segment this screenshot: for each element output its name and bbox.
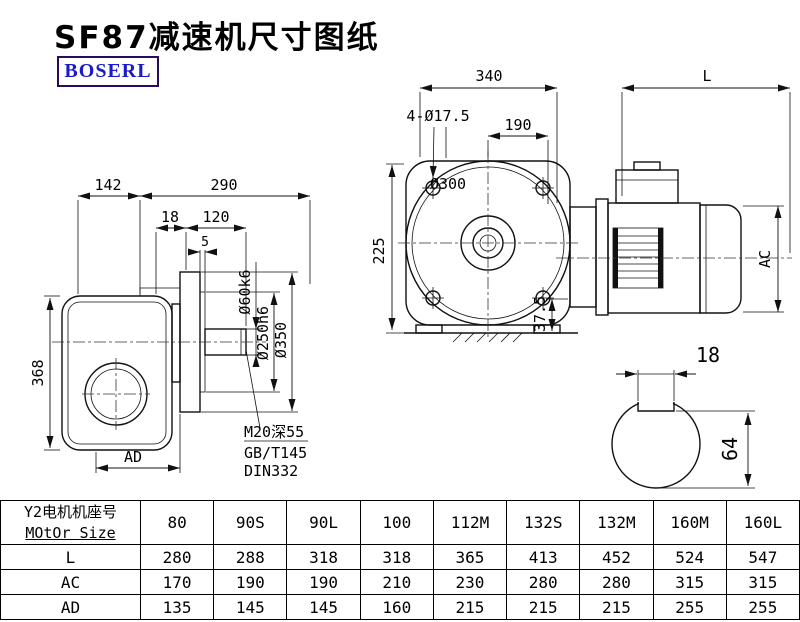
- cell-AD-160m: 255: [652, 594, 727, 620]
- header-label-en: MOtOr Size: [25, 523, 116, 542]
- dim-120-label: 120: [202, 208, 229, 226]
- boserl-logo: BOSERL: [57, 56, 159, 87]
- dim-holes-label: 4-Ø17.5: [406, 107, 469, 125]
- shaft-section-view: 18 64: [611, 343, 755, 489]
- table-row-AD: AD 135 145 145 160 215 215 215 255 255: [0, 594, 800, 620]
- col-header-160l: 160L: [725, 500, 800, 545]
- dim-ad-label: AD: [124, 448, 142, 466]
- shaft-circle: [611, 399, 701, 489]
- dim-5-label: 5: [201, 235, 209, 250]
- cell-AD-100: 160: [359, 594, 434, 620]
- gearbox-housing: [61, 295, 173, 451]
- cell-AD-90s: 145: [213, 594, 288, 620]
- motor-size-header-cell: Y2电机机座号 MOtOr Size: [0, 500, 141, 545]
- dim-18-label: 18: [161, 208, 179, 226]
- header-label-cn: Y2电机机座号: [23, 503, 118, 522]
- boserl-logo-text: BOSERL: [64, 60, 152, 82]
- cell-AC-80: 170: [139, 569, 215, 595]
- cell-AC-90l: 190: [286, 569, 361, 595]
- cell-AC-160m: 315: [652, 569, 727, 595]
- technical-drawing: 142 290 18 120 5 368 AD Ø60k6: [29, 67, 792, 489]
- dim-ac-label: AC: [756, 250, 774, 268]
- dim-190-label: 190: [504, 116, 531, 134]
- table-row-L: L 280 288 318 318 365 413 452 524 547: [0, 544, 800, 570]
- row-label-AD: AD: [0, 594, 141, 620]
- cell-AC-132s: 280: [506, 569, 581, 595]
- dia-350-label: Ø350: [272, 322, 290, 358]
- cell-AD-90l: 145: [286, 594, 361, 620]
- dimension-table: Y2电机机座号 MOtOr Size 80 90S 90L 100 112M 1…: [0, 500, 800, 620]
- motor-mount-flange: [595, 198, 609, 316]
- dim-340-label: 340: [475, 67, 502, 85]
- col-header-160m: 160M: [652, 500, 727, 545]
- cell-AC-132m: 280: [579, 569, 654, 595]
- dim-225-label: 225: [370, 237, 388, 264]
- side-view: 142 290 18 120 5 368 AD Ø60k6: [29, 176, 311, 480]
- motor-adapter: [569, 206, 597, 308]
- dim-290-label: 290: [210, 176, 237, 194]
- dia-300-label: Ø300: [430, 175, 466, 193]
- cell-L-160l: 547: [725, 544, 800, 570]
- cell-AC-100: 210: [359, 569, 434, 595]
- dim-key-18-label: 18: [696, 343, 720, 367]
- note-din332-label: DIN332: [244, 462, 298, 480]
- cell-L-100: 318: [359, 544, 434, 570]
- cell-L-132s: 413: [506, 544, 581, 570]
- dim-142-label: 142: [94, 176, 121, 194]
- col-header-90s: 90S: [213, 500, 288, 545]
- row-label-L: L: [0, 544, 141, 570]
- cell-L-80: 280: [139, 544, 215, 570]
- page-title: SF87减速机尺寸图纸: [54, 20, 380, 56]
- cell-L-90l: 318: [286, 544, 361, 570]
- cell-L-160m: 524: [652, 544, 727, 570]
- col-header-132m: 132M: [579, 500, 654, 545]
- cell-AC-112m: 230: [432, 569, 508, 595]
- keyway-slot: [637, 402, 675, 412]
- note-m20-label: M20深55: [244, 423, 304, 441]
- dim-375-label: 37.5: [531, 296, 549, 332]
- fan-cover: [699, 204, 742, 314]
- col-header-100: 100: [359, 500, 434, 545]
- cell-AD-80: 135: [139, 594, 215, 620]
- cell-AD-132m: 215: [579, 594, 654, 620]
- dim-64-label: 64: [718, 437, 742, 461]
- col-header-90l: 90L: [286, 500, 361, 545]
- cell-L-132m: 452: [579, 544, 654, 570]
- col-header-80: 80: [139, 500, 215, 545]
- cell-AD-132s: 215: [506, 594, 581, 620]
- table-row-AC: AC 170 190 190 210 230 280 280 315 315: [0, 569, 800, 595]
- cell-AC-160l: 315: [725, 569, 800, 595]
- table-header-row: Y2电机机座号 MOtOr Size 80 90S 90L 100 112M 1…: [0, 500, 800, 545]
- front-view: 340 L 190 4-Ø17.5 Ø300 225 37.5 AC: [370, 67, 792, 343]
- row-label-AC: AC: [0, 569, 141, 595]
- col-header-132s: 132S: [506, 500, 581, 545]
- note-gbt145-label: GB/T145: [244, 444, 307, 462]
- cell-AD-160l: 255: [725, 594, 800, 620]
- dim-368-label: 368: [29, 359, 47, 386]
- col-header-112m: 112M: [432, 500, 508, 545]
- dim-L-label: L: [702, 67, 711, 85]
- terminal-box: [615, 169, 679, 204]
- dia-250-label: Ø250h6: [254, 306, 272, 360]
- cell-L-112m: 365: [432, 544, 508, 570]
- cell-L-90s: 288: [213, 544, 288, 570]
- cell-AC-90s: 190: [213, 569, 288, 595]
- cell-AD-112m: 215: [432, 594, 508, 620]
